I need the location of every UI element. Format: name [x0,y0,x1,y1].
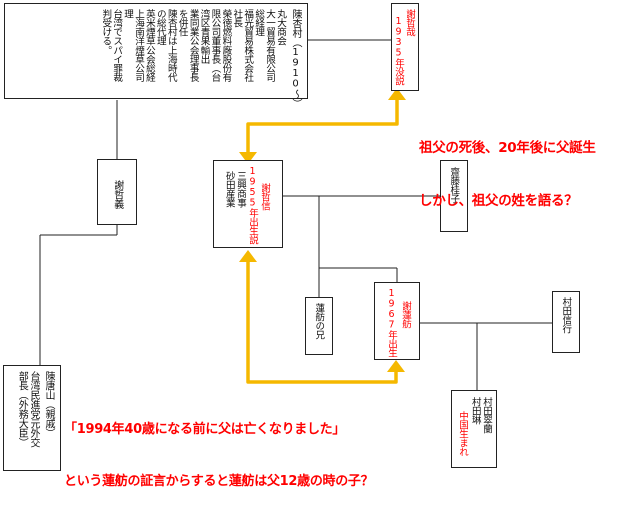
annotation-top-line1: 祖父の死後、20年後に父誕生 [419,139,596,156]
person-chin-kyoson: 陳杏村（1910〜） 丸大商会大一貿易有限公司総経理福光貿易株式会社社長榮徳燃料… [4,3,308,108]
chin-kyoson-career-line: 総経理 [253,9,265,37]
person-chin-touzan: 陳唐山（親戚） 台湾民進党元外交部長（外務大臣） [3,365,61,471]
chin-kyoson-career-line: 業同業公会理事長 [187,9,199,82]
father-career: 三興商事砂田産業 [224,171,246,207]
children-name-line: 村田翠蘭 [481,397,492,433]
person-saito: 齋藤桂子 [440,160,468,232]
chin-touzan-career-line: 部長（外務大臣） [16,371,28,447]
chin-kyoson-career-line: 台湾でスパイ罪裁 [111,9,123,82]
chin-kyoson-career: 丸大商会大一貿易有限公司総経理福光貿易株式会社社長榮徳燃料廠股份有限公司董事長（… [99,9,286,97]
person-shasouji: 謝哲義 [97,159,137,225]
chin-kyoson-career-line: 陳杏村は上海時代 [165,9,177,82]
father-note: 1955年出生説 [247,166,258,244]
arrowhead-top-up [388,88,406,100]
chin-kyoson-career-line: 榮徳燃料廠股份有 [220,9,232,82]
renho-note: 1967年出生 [386,288,397,357]
arrowhead-bottom-renho [387,360,405,372]
arrowhead-bottom-up [239,250,257,262]
saisaku-name: 謝哲哉 [404,9,415,36]
chin-kyoson-career-line: を併任 [176,9,188,37]
murata-nobuyuki-name: 村田信行 [560,297,572,333]
chin-kyoson-career-line: 英米煙草公会総経 [143,9,155,82]
chin-kyoson-career-line: 福光貿易株式会社 [242,9,254,82]
person-father: 謝哲信 1955年出生説 三興商事砂田産業 [213,160,283,248]
person-murata-nobuyuki: 村田信行 [552,291,580,353]
saito-name: 齋藤桂子 [448,167,460,203]
chin-kyoson-career-line: 大一貿易有限公司 [264,9,276,82]
person-saisaku: 謝哲哉 1935年没説 [391,3,419,91]
chin-touzan-name: 陳唐山（親戚） [43,371,54,438]
annotation-top-line2: しかし、祖父の姓を語る？ [419,193,578,210]
renho-name: 謝蓮舫 [400,301,411,328]
person-renho: 謝蓮舫 1967年出生 [374,282,420,360]
chin-touzan-career-line: 台湾民進党元外交 [28,371,39,447]
arrowhead-top-down [239,152,257,164]
chin-kyoson-name: 陳杏村（1910〜） [290,9,301,108]
chin-kyoson-career-line: の総代理 [154,9,166,46]
father-career-line: 砂田産業 [223,171,235,207]
brother-name: 蓮舫の兄 [313,303,325,339]
person-children: 村田翠蘭村田琳 中国生まれ [451,390,497,468]
chin-kyoson-career-line: 判受ける。 [100,9,112,55]
connector-lines [39,39,552,390]
chin-kyoson-career-line: 上海南洋煙草公司 [133,9,145,82]
shasouji-name: 謝哲義 [111,180,123,209]
chin-touzan-career: 台湾民進党元外交部長（外務大臣） [15,371,39,447]
chin-kyoson-career-line: 丸大商会 [275,9,286,46]
annotation-bottom: 「1994年40歳になる前に父は亡くなりました」 という蓮舫の証言からすると蓮舫… [64,387,374,507]
arrow-bottom [246,262,398,384]
children-note: 中国生まれ [457,411,468,456]
children-names: 村田翠蘭村田琳 [470,397,492,433]
saisaku-note: 1935年没説 [393,16,404,85]
chin-kyoson-career-line: 湾区青果輸出 [198,9,210,64]
annotation-bottom-line2: という蓮舫の証言からすると蓮舫は父12歳の時の子？ [64,473,374,489]
annotation-bottom-line1: 「1994年40歳になる前に父は亡くなりました」 [64,422,346,438]
father-career-line: 三興商事 [235,171,246,207]
father-name: 謝哲信 [259,183,270,210]
chin-kyoson-career-line: 理 [122,9,134,19]
person-brother: 蓮舫の兄 [305,297,333,355]
chin-kyoson-career-line: 限公司董事長（台 [209,9,221,82]
chin-kyoson-career-line: 社長 [231,9,243,28]
children-name-line: 村田琳 [469,397,481,424]
annotation-top: 祖父の死後、20年後に父誕生 しかし、祖父の姓を語る？ [419,104,596,229]
arrow-top [246,100,399,152]
